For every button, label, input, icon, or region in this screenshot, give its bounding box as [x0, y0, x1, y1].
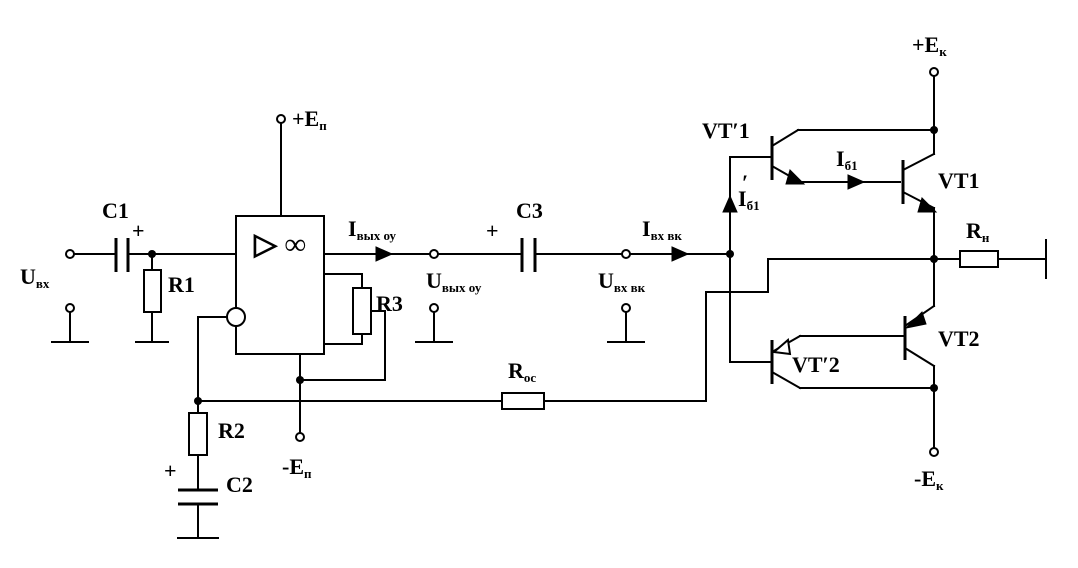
- label-c1: C1: [102, 198, 129, 223]
- transistor-vt1: [901, 152, 938, 213]
- label-c1-plus: +: [132, 218, 145, 243]
- resistor-r1: [143, 269, 162, 313]
- u-out-oa-terminal: [429, 249, 439, 259]
- i-out-oa-arrow: [375, 246, 394, 262]
- inverting-input-icon: [226, 307, 246, 327]
- resistor-r3: [352, 287, 372, 335]
- label-ib1: Iб1: [836, 146, 858, 173]
- ib1p-arrow: [722, 194, 738, 213]
- label-vt1p: VT′1: [702, 118, 750, 143]
- label-ib1p: Iб1: [738, 186, 760, 213]
- ek-top-terminal: [929, 67, 939, 77]
- label-ep-top: +Eп: [292, 106, 327, 133]
- label-i-out-oa: Iвых оу: [348, 216, 396, 243]
- label-c3-plus: +: [486, 218, 499, 243]
- label-roc: Rос: [508, 358, 536, 385]
- coupling-stage: [375, 238, 734, 343]
- label-vt2: VT2: [938, 326, 980, 351]
- op-amp: [226, 114, 431, 442]
- output-stage: [722, 67, 1047, 457]
- label-r3: R3: [376, 291, 403, 316]
- label-ek-top: +Eк: [912, 32, 947, 59]
- ep-top-terminal: [276, 114, 286, 124]
- capacitor-c1: [114, 238, 130, 272]
- label-vt1: VT1: [938, 168, 980, 193]
- capacitor-c2: [178, 488, 218, 506]
- label-u-in-vk: Uвх вк: [598, 268, 646, 295]
- label-c3: C3: [516, 198, 543, 223]
- label-u-in: Uвх: [20, 264, 50, 291]
- input-stage: [51, 238, 237, 343]
- label-r1: R1: [168, 272, 195, 297]
- i-in-vk-arrow: [671, 246, 690, 262]
- label-vt2p: VT′2: [792, 352, 840, 377]
- label-r2: R2: [218, 418, 245, 443]
- label-c2: C2: [226, 472, 253, 497]
- ep-bot-terminal: [295, 432, 305, 442]
- capacitor-c3: [520, 238, 537, 272]
- label-ep-bot: -Eп: [282, 454, 312, 481]
- opamp-symbol: ▷ ∞: [253, 228, 306, 261]
- transistor-vt1p: [770, 128, 806, 185]
- u-in-vk-terminal: [621, 249, 631, 259]
- label-ib1p-prime: ′: [742, 170, 748, 195]
- ek-bot-terminal: [929, 447, 939, 457]
- transistor-vt2p: [770, 334, 802, 390]
- label-ek-bot: -Eк: [914, 466, 944, 493]
- label-c2-plus: +: [164, 458, 177, 483]
- label-i-in-vk: Iвх вк: [642, 216, 682, 243]
- feedback-network: [177, 258, 961, 539]
- label-u-out-oa: Uвых оу: [426, 268, 482, 295]
- ib1-arrow: [847, 174, 866, 190]
- u-in-ground-terminal: [65, 303, 75, 313]
- transistor-vt2: [903, 304, 936, 368]
- resistor-r2: [188, 412, 208, 456]
- resistor-roc: [501, 392, 545, 410]
- resistor-rn: [959, 250, 999, 268]
- label-rn: Rн: [966, 218, 990, 245]
- labels: C1 + R1 Uвх R2 C2 + +Eп -Eп ▷ ∞ R3 Iвых …: [20, 32, 990, 497]
- op-amp-body: [235, 215, 325, 355]
- u-in-terminal: [65, 249, 75, 259]
